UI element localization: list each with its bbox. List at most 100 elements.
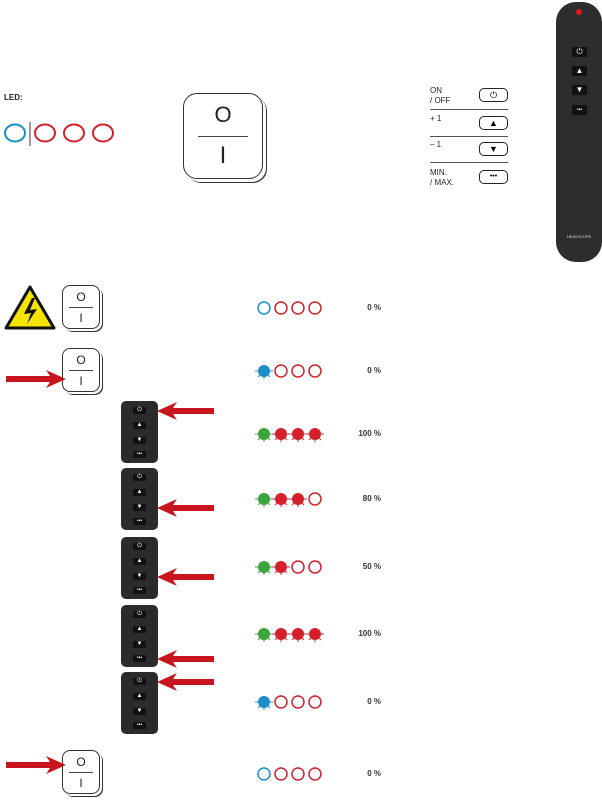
led-lit — [289, 493, 307, 507]
led-label: LED: — [4, 93, 23, 102]
led-off — [274, 301, 288, 315]
led-standby — [4, 123, 26, 143]
output-percent: 100 % — [358, 429, 381, 438]
led-lit — [306, 628, 324, 642]
led-off — [291, 301, 305, 315]
led-off — [274, 695, 288, 709]
led-lit — [255, 696, 273, 710]
down-button[interactable]: ▼ — [133, 437, 146, 444]
led-off — [257, 301, 271, 315]
legend-label: – 1 — [430, 140, 442, 149]
led-status — [255, 428, 324, 442]
up-button[interactable]: ▲ — [133, 489, 146, 496]
main-switch[interactable]: O I — [183, 93, 263, 179]
arrow-indicator — [157, 673, 214, 691]
legend-divider — [430, 109, 508, 110]
minmax-button[interactable]: ••• — [133, 518, 146, 525]
led-lit — [289, 628, 307, 642]
power-button[interactable]: ⏻ — [133, 611, 146, 618]
legend-divider — [430, 162, 508, 163]
legend-label: + 1 — [430, 114, 442, 123]
led-level-1 — [34, 123, 56, 143]
led-lit — [255, 428, 273, 442]
led-level-3 — [92, 123, 114, 143]
power-switch[interactable]: O I — [62, 750, 100, 794]
led-lit — [255, 365, 273, 379]
output-percent: 100 % — [358, 629, 381, 638]
output-percent: 80 % — [362, 494, 381, 503]
power-button[interactable]: ⏻ — [133, 678, 146, 685]
led-lit — [255, 628, 273, 642]
remote-power-button[interactable]: ⏻ — [572, 47, 587, 57]
output-percent: 0 % — [367, 697, 381, 706]
legend-label: ON / OFF — [430, 86, 451, 105]
remote-thumbnail: ⏻ ▲ ▼ ••• — [121, 468, 158, 530]
triangle-down-icon: ▼ — [479, 142, 508, 156]
down-button[interactable]: ▼ — [133, 708, 146, 715]
led-lit — [306, 428, 324, 442]
led-status — [255, 492, 322, 507]
led-lit — [272, 561, 290, 575]
output-percent: 50 % — [362, 562, 381, 571]
minmax-button[interactable]: ••• — [133, 655, 146, 662]
minmax-button[interactable]: ••• — [133, 722, 146, 729]
legend-label: MIN. / MAX. — [430, 168, 455, 187]
arrow-indicator — [157, 650, 214, 668]
arrow-indicator — [157, 402, 214, 420]
led-lit — [255, 493, 273, 507]
led-off — [291, 767, 305, 781]
output-percent: 0 % — [367, 769, 381, 778]
down-button[interactable]: ▼ — [133, 504, 146, 511]
switch-off-label: O — [76, 353, 86, 367]
minmax-button[interactable]: ••• — [133, 587, 146, 594]
switch-on-label: I — [79, 776, 83, 790]
minmax-button[interactable]: ••• — [133, 451, 146, 458]
led-lit — [289, 428, 307, 442]
power-switch[interactable]: O I — [62, 285, 100, 329]
led-status — [255, 695, 322, 710]
led-off — [308, 767, 322, 781]
up-button[interactable]: ▲ — [133, 626, 146, 633]
down-button[interactable]: ▼ — [133, 573, 146, 580]
switch-off-label: O — [76, 290, 86, 304]
power-button[interactable]: ⏻ — [133, 543, 146, 550]
power-switch[interactable]: O I — [62, 348, 100, 392]
triangle-up-icon: ▲ — [479, 116, 508, 130]
led-off — [308, 492, 322, 506]
led-off — [308, 695, 322, 709]
up-button[interactable]: ▲ — [133, 693, 146, 700]
switch-on-label: I — [219, 142, 227, 169]
led-status — [257, 301, 322, 315]
remote-logo: HEATSCOPE — [566, 234, 592, 239]
led-lit — [272, 628, 290, 642]
output-percent: 0 % — [367, 303, 381, 312]
switch-off-label: O — [214, 102, 232, 127]
led-off — [291, 560, 305, 574]
up-button[interactable]: ▲ — [133, 422, 146, 429]
arrow-indicator — [6, 756, 66, 774]
power-icon: ⏻ — [479, 88, 508, 102]
led-status — [255, 628, 324, 642]
led-off — [291, 364, 305, 378]
min-max-icon: ••• — [479, 170, 508, 184]
remote-minmax-button[interactable]: ••• — [572, 105, 587, 115]
power-button[interactable]: ⏻ — [133, 474, 146, 481]
led-off — [274, 364, 288, 378]
led-status — [255, 560, 322, 575]
power-button[interactable]: ⏻ — [133, 407, 146, 414]
remote-up-button[interactable]: ▲ — [572, 66, 587, 76]
led-level-2 — [63, 123, 85, 143]
switch-off-label: O — [76, 755, 86, 769]
remote-down-button[interactable]: ▼ — [572, 85, 587, 95]
led-off — [308, 560, 322, 574]
led-off — [308, 364, 322, 378]
remote-thumbnail: ⏻ ▲ ▼ ••• — [121, 401, 158, 463]
down-button[interactable]: ▼ — [133, 641, 146, 648]
led-off — [274, 767, 288, 781]
switch-on-label: I — [79, 311, 83, 325]
remote-thumbnail: ⏻ ▲ ▼ ••• — [121, 605, 158, 667]
led-status — [257, 767, 322, 781]
led-status — [255, 364, 322, 379]
up-button[interactable]: ▲ — [133, 558, 146, 565]
